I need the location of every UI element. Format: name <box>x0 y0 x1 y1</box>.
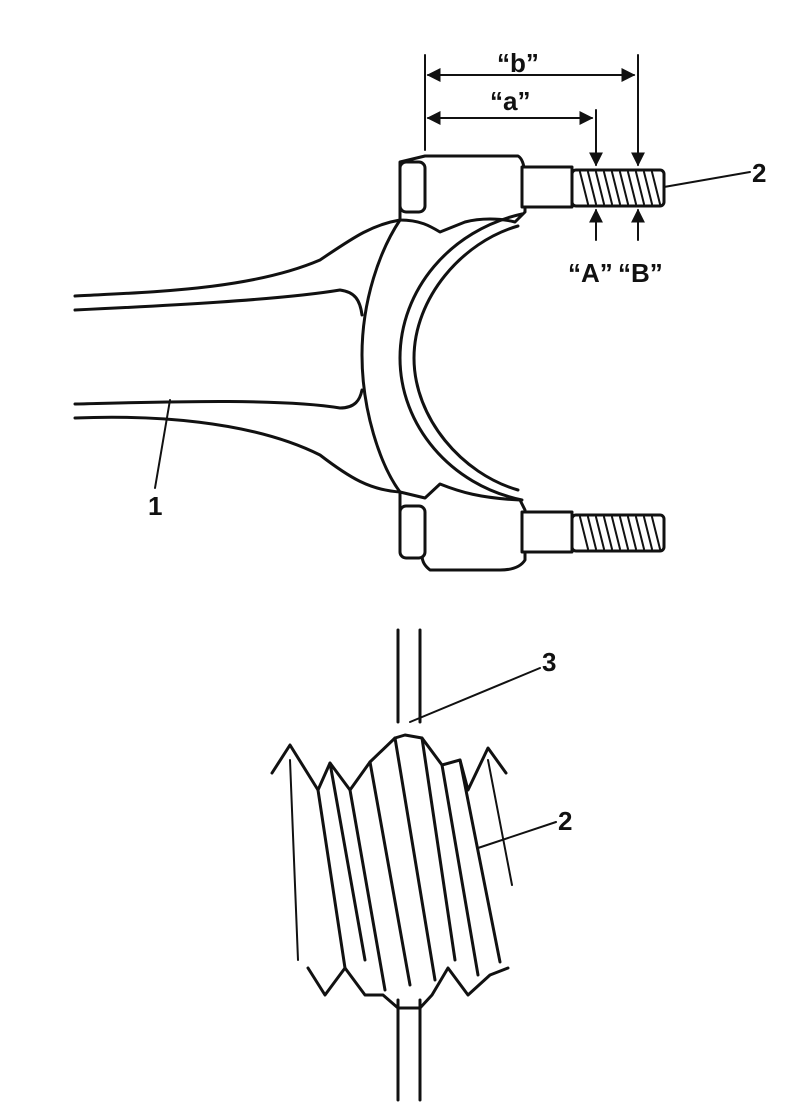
callout-rod: 1 <box>148 491 162 521</box>
leader-line-bolt-detail <box>477 821 557 849</box>
point-A-label: “A” <box>568 258 613 288</box>
callout-measure-line: 3 <box>542 647 556 677</box>
point-B-label: “B” <box>618 258 663 288</box>
callout-bolt-detail: 2 <box>558 806 572 836</box>
leader-line-measure <box>409 667 541 723</box>
dimension-a-label: “a” <box>490 86 530 116</box>
leader-line-bolt-top <box>663 171 751 188</box>
connecting-rod <box>73 154 666 572</box>
callout-bolt-top: 2 <box>752 158 766 188</box>
dimension-lines <box>424 54 645 241</box>
bolt-thread-bottom <box>579 516 661 550</box>
dimension-b-label: “b” <box>497 48 539 78</box>
leader-line-rod <box>154 399 171 489</box>
bolt-thread-top <box>579 171 661 205</box>
bolt-thread-detail <box>270 628 513 1102</box>
